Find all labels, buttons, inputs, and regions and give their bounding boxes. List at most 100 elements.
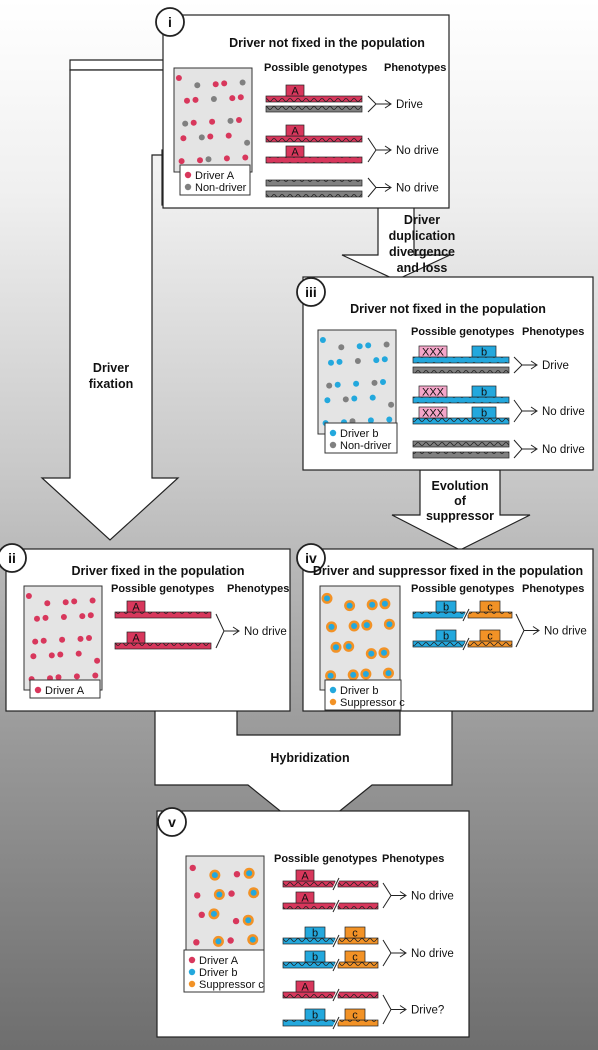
individual	[336, 358, 343, 365]
legend-label: Driver b	[340, 685, 379, 697]
genotypes-header: Possible genotypes	[411, 326, 514, 338]
individual	[189, 864, 196, 872]
panel-numeral: iv	[305, 550, 317, 566]
break-mark	[332, 1016, 340, 1030]
gene-block	[418, 406, 448, 419]
individual-inner	[324, 595, 330, 602]
break-mark	[332, 934, 340, 948]
gene-label: b	[443, 631, 449, 643]
genotypes-header: Possible genotypes	[111, 583, 214, 595]
individual	[198, 911, 205, 918]
individual	[32, 638, 39, 645]
gene-label: A	[132, 633, 140, 645]
individual	[353, 380, 360, 387]
break-mark	[332, 877, 340, 891]
chromosome-texture	[413, 612, 465, 618]
chromosome-texture	[413, 452, 509, 458]
genotypes-header: Possible genotypes	[411, 583, 514, 595]
phenotype-label: Drive	[396, 99, 423, 111]
gene-label: A	[291, 126, 299, 138]
panel-numeral: iii	[305, 284, 317, 300]
individual	[383, 341, 390, 348]
individual-inner	[215, 938, 222, 945]
chromosome-texture	[266, 157, 362, 163]
individual	[227, 117, 234, 124]
individual	[342, 396, 349, 403]
individual	[326, 382, 333, 389]
legend-swatch	[184, 183, 192, 191]
individual	[237, 94, 244, 101]
panel-numeral: v	[168, 814, 176, 830]
gene-block	[471, 345, 497, 358]
suppressor-label: suppressor	[426, 509, 494, 523]
individual	[369, 394, 376, 401]
suppressor-label: of	[454, 494, 467, 508]
individual	[87, 612, 94, 619]
individual	[182, 120, 189, 127]
legend-swatch	[329, 698, 337, 706]
legend-box	[29, 679, 101, 699]
phenotype-label: Drive	[542, 360, 569, 372]
chromosome-texture	[413, 357, 509, 363]
individual-inner	[369, 601, 376, 608]
individual	[30, 653, 37, 660]
individual	[334, 381, 341, 388]
phenotypes-header: Phenotypes	[382, 853, 444, 865]
gene-block	[344, 1008, 366, 1021]
individual	[212, 81, 219, 88]
individual	[381, 356, 388, 363]
chromosome-texture	[283, 992, 335, 998]
duplication-label: Driver	[404, 213, 440, 227]
gene-block	[295, 891, 315, 904]
phenotype-arrowhead	[530, 360, 538, 370]
individual	[244, 139, 251, 146]
individual	[40, 637, 47, 644]
gene-label: c	[352, 1010, 358, 1022]
individual	[221, 80, 228, 87]
chromosome-texture	[413, 367, 509, 373]
individual	[92, 672, 99, 679]
gene-block	[479, 629, 501, 642]
gene-label: c	[352, 928, 358, 940]
fixation-arrow	[40, 69, 180, 541]
individual-inner	[246, 870, 253, 877]
chromosome-texture	[413, 418, 509, 424]
individual	[351, 395, 358, 402]
individual-inner	[345, 643, 352, 650]
individual	[180, 135, 187, 142]
gene-label: A	[291, 86, 299, 98]
gene-block	[418, 385, 448, 398]
chromosome-texture	[338, 1020, 378, 1026]
legend-label: Driver A	[45, 685, 85, 697]
individual-inner	[350, 671, 357, 678]
individual	[77, 635, 84, 642]
individual	[73, 673, 80, 680]
individual	[328, 359, 334, 366]
gene-label: b	[312, 928, 318, 940]
phenotype-arrowhead	[384, 145, 392, 155]
gene-block	[285, 145, 305, 158]
phenotype-label: Drive?	[411, 1005, 444, 1017]
individual	[75, 650, 82, 657]
legend-label: Suppressor c	[340, 697, 405, 709]
individual	[380, 379, 386, 385]
hybridization-arrow	[154, 709, 453, 836]
individual	[197, 157, 203, 164]
legend-swatch	[34, 686, 42, 694]
individual-inner	[362, 671, 369, 677]
individual	[55, 674, 62, 681]
gene-label: A	[301, 982, 309, 994]
individual	[25, 593, 32, 599]
chromosome-texture	[338, 903, 378, 909]
chromosome-texture	[338, 881, 378, 887]
chromosome-texture	[413, 641, 465, 647]
arrows-layer	[40, 15, 531, 836]
individual	[190, 119, 197, 126]
gene-label: XXX	[422, 408, 445, 420]
individual-inner	[211, 872, 218, 879]
individual-inner	[363, 622, 370, 629]
panel-title: Driver not fixed in the population	[350, 302, 546, 316]
duplication-label: divergence	[389, 245, 455, 259]
individual	[192, 96, 199, 103]
gene-label: A	[301, 893, 309, 905]
